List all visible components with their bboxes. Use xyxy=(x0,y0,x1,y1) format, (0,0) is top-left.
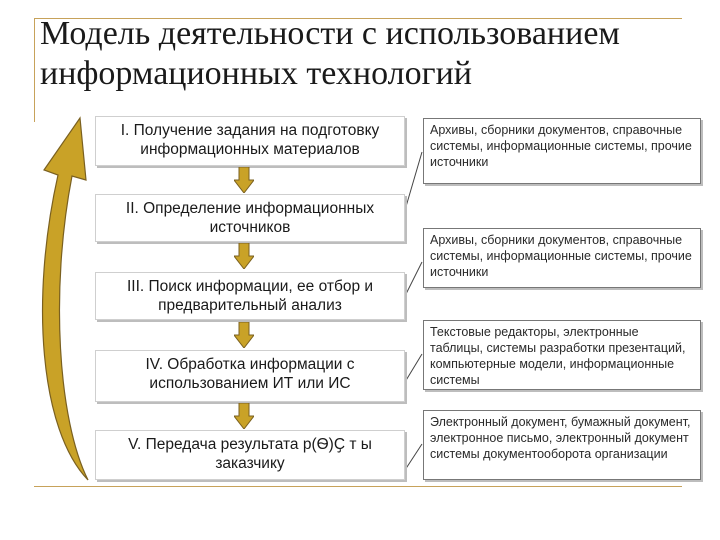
down-arrow-icon xyxy=(234,403,254,429)
note-2: Архивы, сборники документов, справочные … xyxy=(423,228,701,288)
step-5: V. Передача результата р(Ѳ)Ҫ т ы заказчи… xyxy=(95,430,405,480)
note-3: Текстовые редакторы, электронные таблицы… xyxy=(423,320,701,390)
feedback-curved-arrow xyxy=(41,116,89,481)
step-4: IV. Обработка информации с использование… xyxy=(95,350,405,402)
step-2: II. Определение информационных источнико… xyxy=(95,194,405,242)
step-1: I. Получение задания на подготовку инфор… xyxy=(95,116,405,166)
down-arrow-icon xyxy=(234,322,254,348)
connector-note-4 xyxy=(404,443,423,471)
step-3: III. Поиск информации, ее отбор и предва… xyxy=(95,272,405,320)
down-arrow-icon xyxy=(234,243,254,269)
slide-title: Модель деятельности с использованием инф… xyxy=(40,15,620,92)
note-1: Архивы, сборники документов, справочные … xyxy=(423,118,701,184)
note-4: Электронный документ, бумажный документ,… xyxy=(423,410,701,480)
bottom-rule xyxy=(34,486,682,487)
down-arrow-icon xyxy=(234,167,254,193)
top-rule xyxy=(34,18,682,19)
left-rule xyxy=(34,18,35,122)
connector-note-2 xyxy=(404,261,423,297)
connector-note-3 xyxy=(404,353,423,383)
connector-note-1 xyxy=(404,151,423,211)
